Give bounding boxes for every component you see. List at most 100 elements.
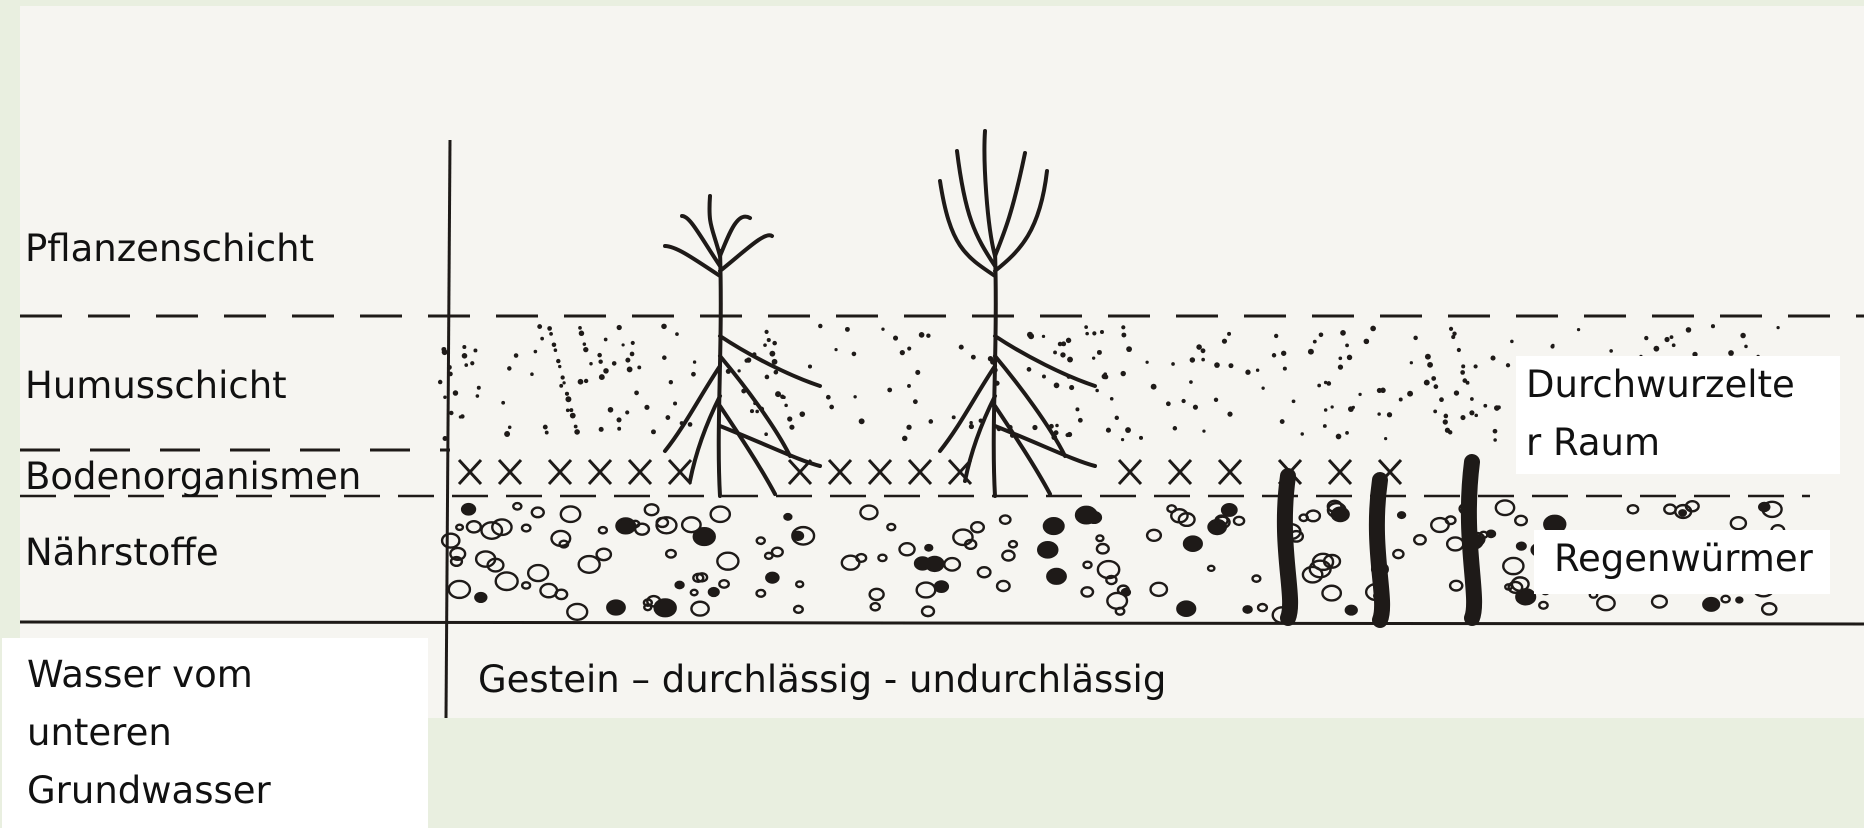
- nutrient-pebble: [1736, 598, 1742, 603]
- nutrient-pebble: [1244, 606, 1252, 612]
- humus-dot: [845, 327, 850, 332]
- nutrient-pebble: [878, 555, 886, 561]
- label-root-space-line2: r Raum: [1526, 414, 1840, 472]
- humus-dot: [772, 341, 777, 346]
- earthworm: [1469, 462, 1474, 618]
- humus-dot: [1433, 410, 1437, 414]
- nutrient-pebble: [757, 590, 766, 597]
- water-label-box: Wasser vom unteren Grundwasser: [2, 638, 428, 828]
- earthworm: [1377, 480, 1382, 620]
- humus-dot: [1227, 412, 1232, 417]
- humus-dot: [661, 324, 667, 330]
- nutrient-pebble: [870, 589, 884, 600]
- humus-dot: [603, 368, 609, 374]
- nutrient-pebble: [709, 588, 719, 596]
- humus-dot: [1427, 362, 1433, 368]
- humus-dot: [1345, 344, 1349, 348]
- humus-dot: [476, 394, 480, 398]
- humus-dot: [1075, 407, 1079, 411]
- humus-dot: [1493, 438, 1497, 442]
- humus-dot: [1214, 362, 1220, 368]
- humus-dot: [507, 366, 512, 371]
- organism-cross: [869, 460, 891, 484]
- humus-dot: [665, 415, 670, 420]
- humus-dot: [1054, 383, 1060, 389]
- humus-dot: [887, 388, 892, 393]
- nutrient-pebble: [1208, 566, 1214, 571]
- humus-dot: [1190, 357, 1195, 362]
- humus-dot: [543, 425, 548, 430]
- organism-cross: [1169, 460, 1191, 484]
- humus-dot: [1173, 426, 1178, 431]
- humus-dot: [1776, 326, 1779, 329]
- humus-dot: [1189, 380, 1193, 384]
- humus-dot: [1308, 349, 1314, 355]
- nutrient-pebble: [1652, 596, 1667, 608]
- humus-dot: [906, 425, 911, 430]
- humus-dot: [584, 379, 588, 383]
- humus-dot: [462, 353, 468, 359]
- nutrient-pebble: [1047, 569, 1065, 584]
- nutrient-pebble: [711, 507, 730, 522]
- humus-dot: [1454, 390, 1459, 395]
- humus-dot: [514, 353, 519, 358]
- humus-dot: [1065, 433, 1069, 437]
- humus-dot: [691, 372, 696, 377]
- humus-dot: [599, 374, 605, 380]
- humus-dot: [688, 422, 693, 427]
- humus-dot: [644, 405, 649, 410]
- humus-dot: [852, 352, 857, 357]
- nutrient-pebble: [997, 581, 1010, 591]
- humus-dot: [881, 327, 884, 330]
- label-root-space-line1: Durchwurzelte: [1526, 356, 1840, 414]
- humus-dot: [789, 425, 794, 430]
- humus-dot: [566, 408, 570, 412]
- humus-dot: [1474, 364, 1478, 368]
- humus-dot: [915, 370, 920, 375]
- humus-dot: [1474, 414, 1478, 418]
- humus-dot: [675, 332, 679, 336]
- humus-dot: [599, 427, 604, 432]
- humus-dot: [530, 372, 534, 376]
- humus-dot: [1410, 361, 1413, 364]
- humus-dot: [1115, 416, 1119, 420]
- humus-dot: [1227, 332, 1231, 336]
- humus-dot: [1274, 334, 1278, 338]
- humus-dot: [447, 365, 452, 370]
- humus-dot: [1283, 367, 1287, 371]
- humus-dot: [470, 361, 474, 365]
- label-water-line2: unteren: [27, 704, 428, 762]
- humus-dot: [782, 395, 786, 399]
- humus-dot: [1358, 393, 1361, 396]
- plant-left: [665, 196, 820, 496]
- humus-dot: [508, 426, 512, 430]
- humus-dot: [1261, 386, 1264, 389]
- humus-dot: [1387, 412, 1392, 417]
- nutrient-pebble: [1759, 503, 1769, 511]
- nutrient-pebble: [655, 599, 676, 616]
- humus-dot: [1510, 340, 1514, 344]
- humus-dot: [1066, 338, 1071, 343]
- humus-dot: [1470, 397, 1474, 401]
- humus-dot: [627, 367, 633, 373]
- humus-dot: [462, 345, 466, 349]
- earthworm: [1285, 476, 1290, 618]
- humus-dot: [1125, 427, 1131, 433]
- humus-dot: [787, 416, 792, 421]
- humus-dot: [504, 431, 510, 437]
- humus-dot: [552, 342, 557, 347]
- nutrient-pebble: [719, 580, 728, 588]
- nutrient-pebble: [522, 525, 530, 532]
- humus-dot: [1451, 335, 1455, 339]
- nutrient-pebble: [793, 532, 803, 540]
- label-earthworms: Regenwürmer: [1554, 530, 1830, 588]
- label-plant-layer: Pflanzenschicht: [25, 220, 314, 278]
- nutrient-pebble: [935, 581, 948, 591]
- humus-dot: [608, 407, 614, 413]
- humus-dot: [1490, 356, 1495, 361]
- humus-dot: [612, 361, 617, 366]
- nutrient-pebble: [1177, 602, 1195, 616]
- humus-dot: [1686, 327, 1692, 333]
- humus-dot: [900, 350, 905, 355]
- humus-dot: [1460, 370, 1465, 375]
